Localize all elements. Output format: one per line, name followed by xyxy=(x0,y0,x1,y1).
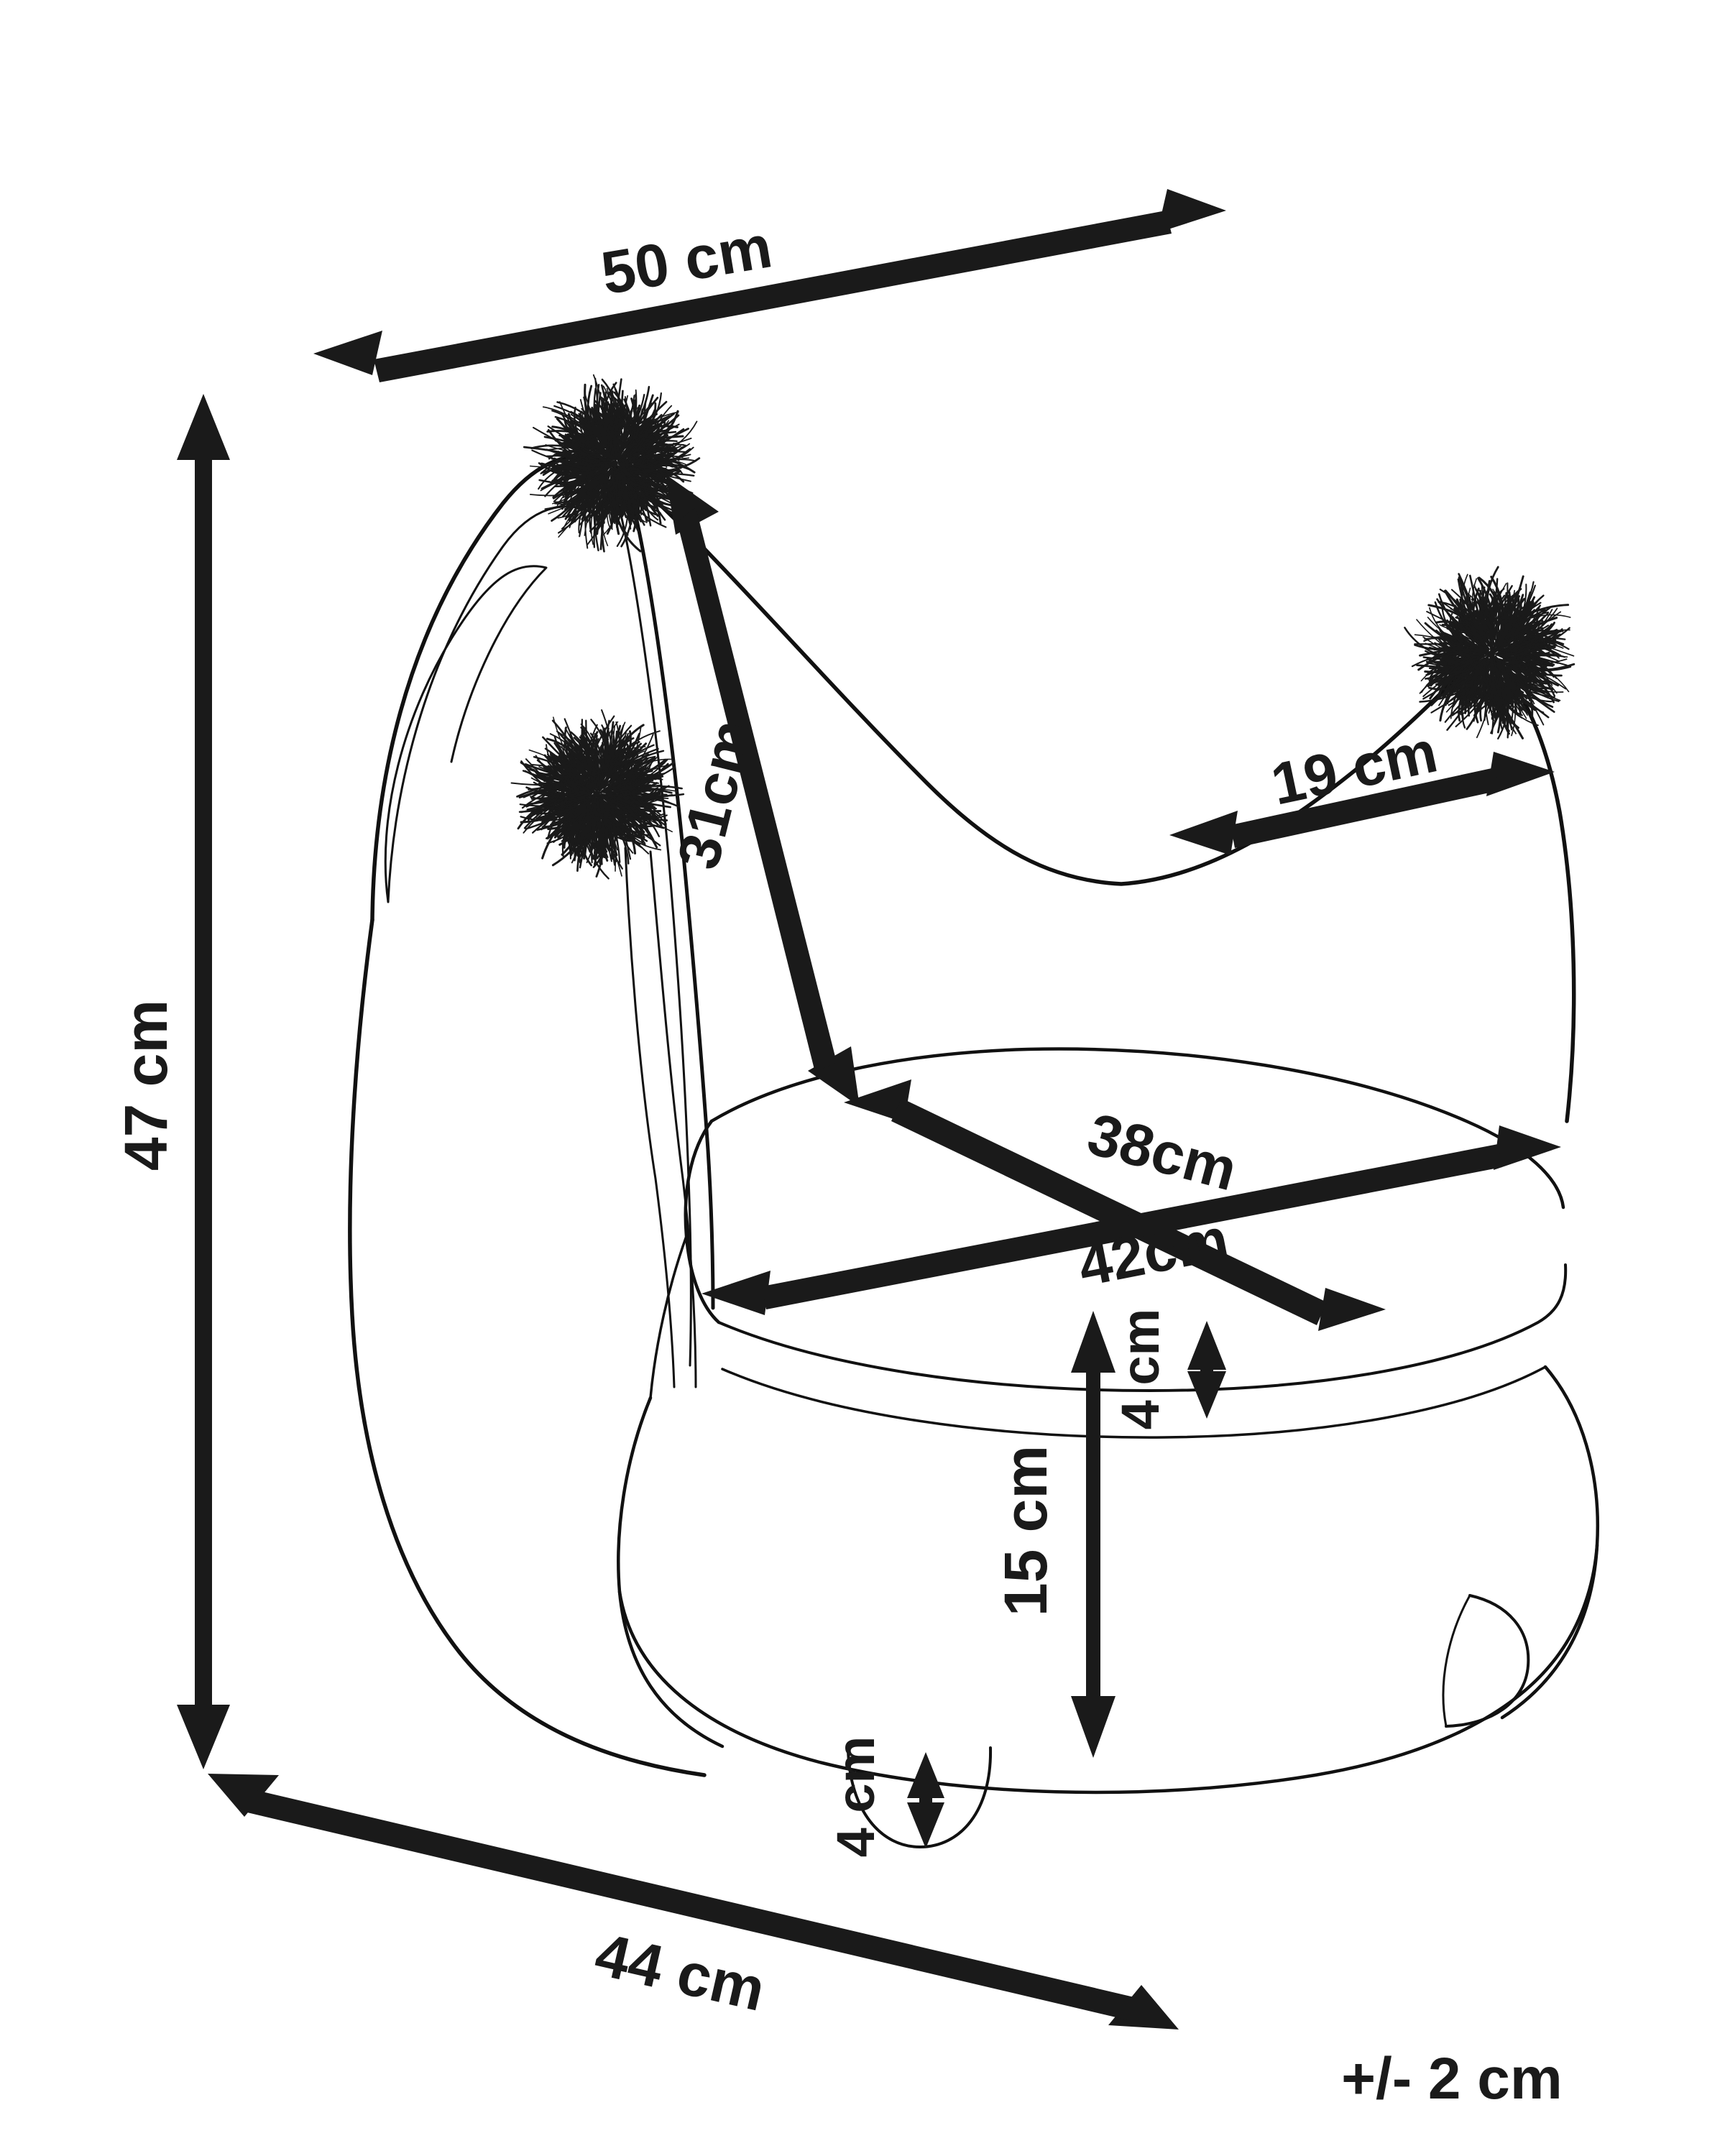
label-cushion-thickness: 4 cm xyxy=(1110,1309,1170,1430)
dim-arrow-seat-height xyxy=(1071,1311,1116,1758)
dim-arrow-overall-width xyxy=(313,189,1226,382)
pompom-armrest-right xyxy=(1404,566,1576,740)
backrest-outline xyxy=(370,454,1486,922)
label-seat-height: 15 cm xyxy=(992,1445,1059,1616)
front-pompom-stem xyxy=(624,847,676,1388)
backrest-inner-fold-2 xyxy=(384,565,548,903)
backrest-front-edge xyxy=(623,472,715,1310)
front-foot xyxy=(847,1746,993,1848)
dimension-arrows xyxy=(177,189,1561,2030)
seat-cushion-band xyxy=(721,1365,1547,1439)
label-foot-height: 4 cm xyxy=(826,1736,886,1858)
left-body-outline xyxy=(348,918,707,1777)
dim-arrow-armrest-depth xyxy=(1169,752,1555,855)
backrest-inner-fold xyxy=(387,505,602,903)
right-foot xyxy=(1445,1594,1530,1728)
right-foot-inner xyxy=(1442,1594,1471,1728)
dim-arrow-backrest-height xyxy=(666,474,860,1107)
seat-front-rim xyxy=(717,1263,1568,1392)
label-overall-height: 47 cm xyxy=(112,1000,180,1171)
pompom-back-front xyxy=(510,709,685,880)
pompom-back-top xyxy=(523,374,701,553)
base-bottom-curve xyxy=(617,1543,1599,1795)
tolerance-note: +/- 2 cm xyxy=(1341,2046,1563,2111)
seat-left-junction xyxy=(649,1235,688,1399)
dim-arrow-seat-width xyxy=(702,1125,1561,1315)
dim-arrow-overall-depth xyxy=(208,1774,1179,2030)
dim-arrow-seat-depth xyxy=(844,1079,1386,1331)
dim-arrow-cushion-thickness xyxy=(1187,1321,1226,1419)
dim-arrow-foot-height xyxy=(907,1752,944,1848)
dim-arrow-overall-height xyxy=(177,394,230,1769)
front-pompom-stem-2 xyxy=(649,850,697,1388)
